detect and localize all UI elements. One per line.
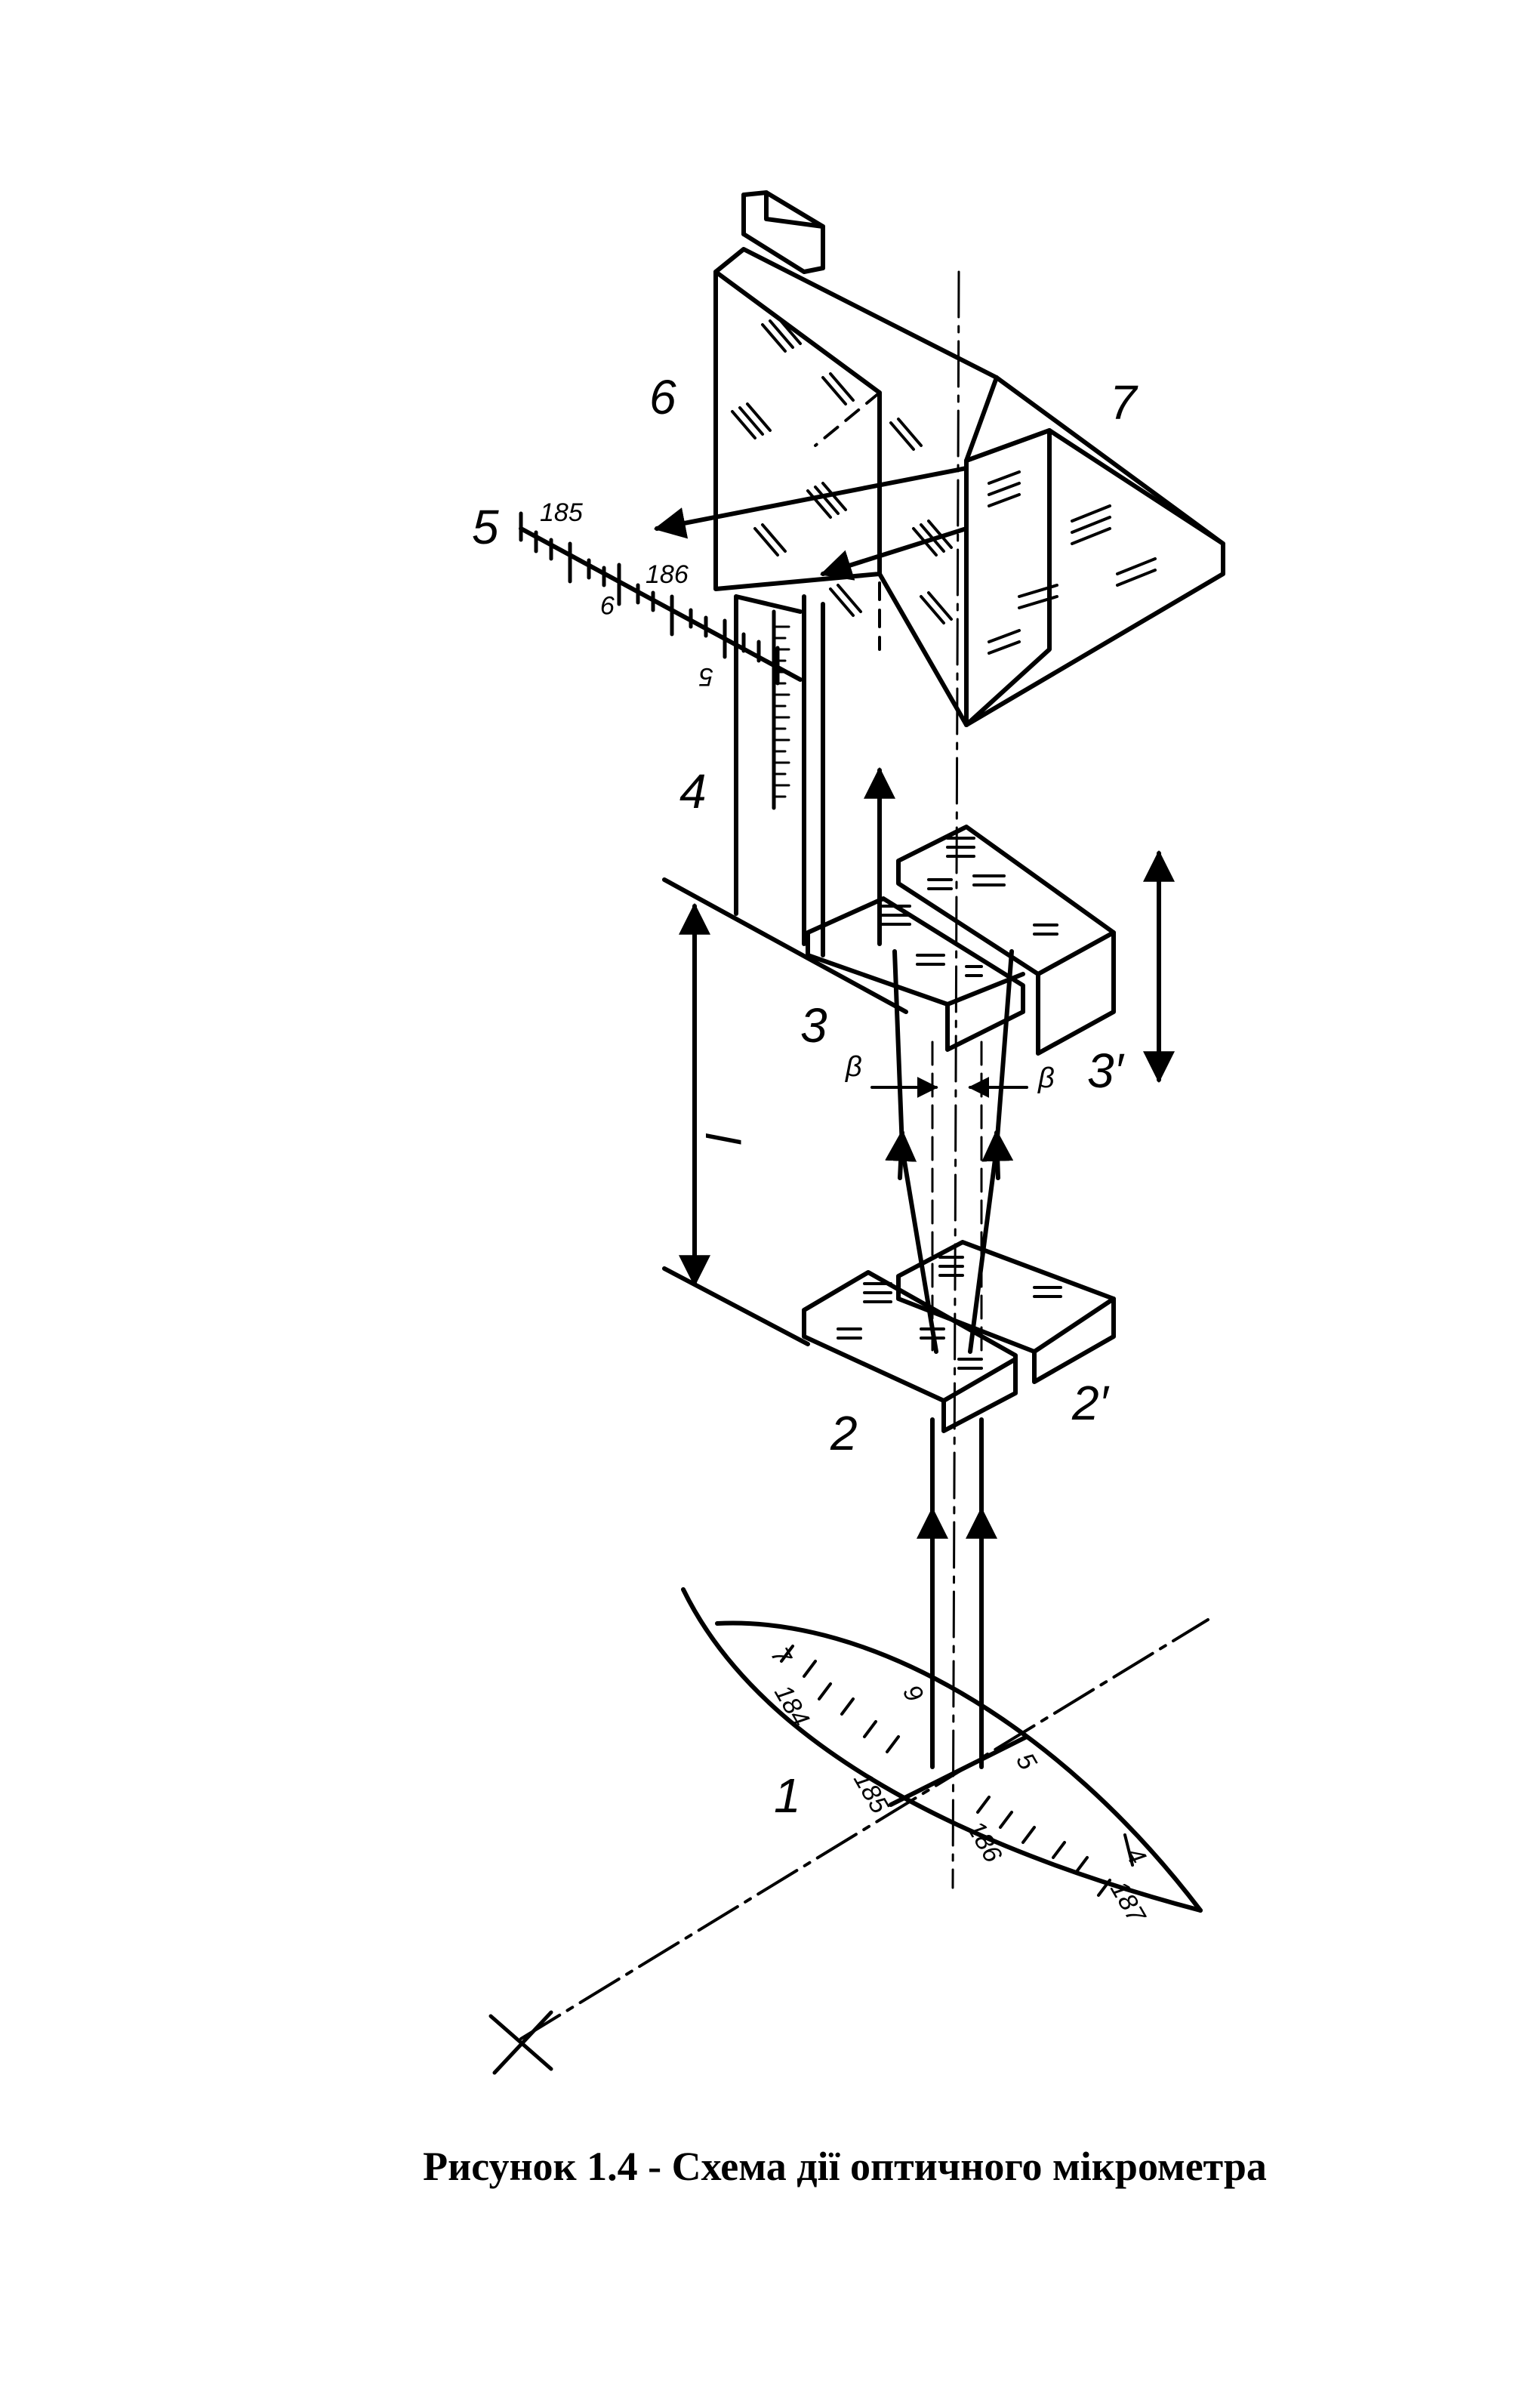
scale-label-5: 5 xyxy=(699,662,713,691)
limb-label-5: 5 xyxy=(1010,1748,1042,1774)
limb-label-9: 9 xyxy=(897,1680,929,1707)
label-3prime: 3′ xyxy=(1087,1044,1125,1098)
label-2prime: 2′ xyxy=(1071,1376,1110,1430)
label-4: 4 xyxy=(679,764,707,819)
plate-3 xyxy=(806,896,1025,1052)
label-1: 1 xyxy=(774,1768,801,1823)
reading-scale-5 xyxy=(519,466,969,810)
prism-6-face xyxy=(713,270,882,591)
glass-hatching xyxy=(731,316,1157,655)
limb-label-4: 4 xyxy=(1120,1842,1151,1869)
optical-axis xyxy=(951,270,960,1889)
limb-axis xyxy=(488,1618,1209,2075)
scale-label-185: 185 xyxy=(540,498,583,527)
label-l: l xyxy=(695,1133,750,1145)
scale-label-9: 9 xyxy=(601,590,615,619)
label-3: 3 xyxy=(800,998,827,1053)
label-beta-left: β xyxy=(845,1051,862,1083)
top-block xyxy=(741,190,825,274)
label-6: 6 xyxy=(649,370,676,424)
label-7: 7 xyxy=(1110,375,1139,430)
limb-label-184: 184 xyxy=(769,1680,815,1731)
limb-label-185: 185 xyxy=(848,1767,894,1818)
scale-label-186: 186 xyxy=(646,560,689,589)
prism-assembly xyxy=(713,190,1225,727)
label-beta-right: β xyxy=(1037,1062,1055,1094)
label-5: 5 xyxy=(472,500,499,554)
plate-2 xyxy=(802,1270,1018,1433)
cross-icon xyxy=(488,2010,553,2075)
lower-rays xyxy=(917,1417,997,1769)
limb-1 xyxy=(681,1587,1203,1913)
upper-plate xyxy=(662,825,1116,1056)
plate-3prime xyxy=(896,825,1116,1056)
plate-2prime xyxy=(896,1240,1116,1384)
lower-plate xyxy=(662,1240,1116,1433)
limb-label-186: 186 xyxy=(961,1816,1007,1867)
figure-caption: Рисунок 1.4 - Схема дії оптичного мікром… xyxy=(423,2144,1267,2189)
limb-label-7: 7 xyxy=(765,1642,797,1670)
light-rays xyxy=(864,766,1028,1354)
support-column-4 xyxy=(734,594,825,957)
label-2: 2 xyxy=(830,1406,858,1460)
